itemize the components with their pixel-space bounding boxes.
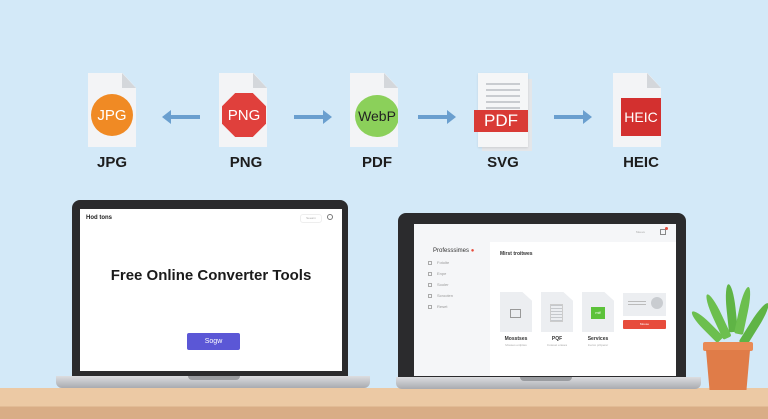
file-svg: PDF [474, 73, 532, 153]
search-icon[interactable] [327, 214, 333, 220]
sidebar-title: Professsimes ● [433, 248, 475, 254]
file-heic: HEIC [613, 73, 661, 147]
search-input[interactable]: Seearn [300, 214, 322, 223]
arrow-right-icon [294, 110, 332, 124]
png-badge: PNG [222, 93, 266, 137]
section-title: Mirst troitwes [500, 251, 533, 257]
label-pdf: PDF [362, 154, 392, 171]
sidebar-item[interactable]: Fotolte [428, 260, 484, 265]
primary-button[interactable]: Sogw [187, 333, 240, 350]
main-panel: Mirst troitwes Mosstses Mosses enlpties … [490, 242, 676, 376]
page-title: Free Online Converter Tools [110, 267, 312, 284]
site-brand[interactable]: Hod tons [86, 215, 112, 221]
file-card[interactable] [541, 292, 573, 332]
sidebar-item[interactable]: Reset [428, 304, 484, 309]
file-jpg: JPG [88, 73, 136, 147]
left-laptop-screen: Hod tons Seearn Free Online Converter To… [80, 209, 342, 371]
desk [0, 388, 768, 419]
preview-card [623, 293, 666, 316]
card-badge: mif [591, 307, 605, 319]
card-title: PQF [551, 336, 563, 342]
card-title: Mosstses [504, 336, 528, 342]
right-laptop-screen: Meeve Professsimes ● Fotolte Enpe Sooler… [414, 224, 676, 376]
label-jpg: JPG [96, 154, 127, 171]
sidebar-item[interactable]: Sooler [428, 282, 484, 287]
heic-badge: HEIC [621, 98, 661, 136]
file-card[interactable] [500, 292, 532, 332]
card-subtitle: Mosses enlpties [505, 343, 527, 347]
file-card[interactable]: mif [582, 292, 614, 332]
card-subtitle: Coteset erases [546, 343, 568, 347]
label-svg: SVG [487, 154, 519, 171]
card-title: Services [587, 336, 609, 342]
file-png: PNG [219, 73, 267, 147]
sidebar: Professsimes ● Fotolte Enpe Sooler Scroo… [414, 242, 484, 376]
action-button[interactable]: Moose [623, 320, 666, 329]
sidebar-item[interactable]: Enpe [428, 271, 484, 276]
notification-icon[interactable] [660, 227, 668, 235]
arrow-left-icon [162, 110, 200, 124]
pdf-badge: PDF [474, 110, 528, 132]
label-heic: HEIC [623, 154, 659, 171]
label-png: PNG [229, 154, 263, 171]
file-pdf: WebP [350, 73, 398, 147]
card-subtitle: Inerco pritperer [587, 343, 609, 347]
webp-badge: WebP [355, 95, 398, 137]
sidebar-item[interactable]: Scrooten [428, 293, 484, 298]
arrow-right-icon [554, 110, 592, 124]
jpg-badge: JPG [91, 94, 133, 136]
arrow-right-icon [418, 110, 456, 124]
header-link[interactable]: Meeve [636, 230, 646, 234]
